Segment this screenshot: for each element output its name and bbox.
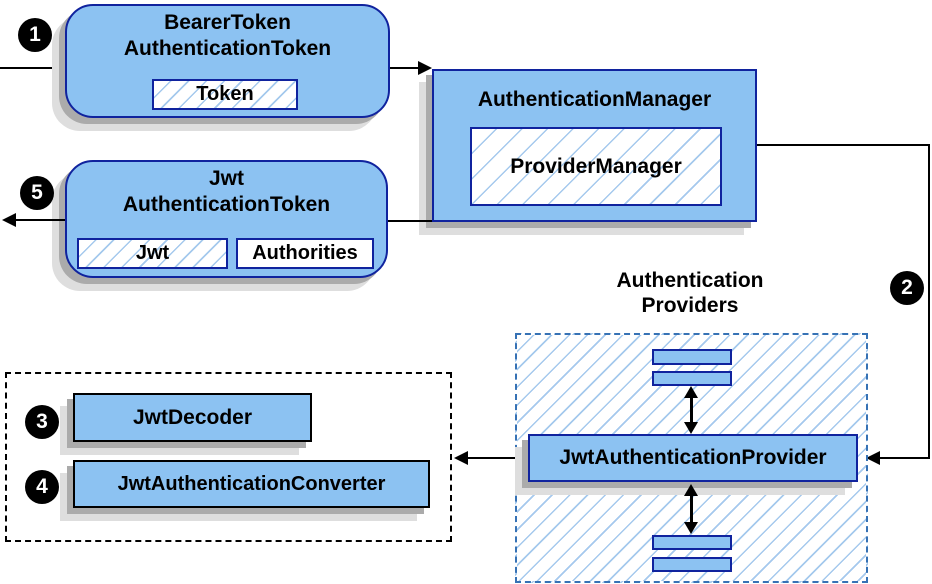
arrowhead-up-icon [684,386,698,398]
node-jwt-token-title-line1: Jwt [208,167,244,190]
node-authentication-manager: AuthenticationManager ProviderManager [432,69,757,222]
node-jwt-decoder: JwtDecoder [73,393,312,442]
connector-response-out [14,219,65,221]
double-arrow-bottom [684,484,698,534]
step-badge-5: 5 [20,176,54,210]
step-badge-3: 3 [25,405,59,439]
providers-heading-line1: Authentication [616,269,764,292]
step-badge-2: 2 [890,271,924,305]
connector-step2-top [757,144,930,146]
connector-manager-to-jwt-token [388,220,432,222]
arrowhead-into-jwt-authentication-provider [866,451,880,465]
node-bearer-token-authentication-token: BearerToken AuthenticationToken Token [65,4,390,118]
double-arrow-top [684,386,698,434]
provider-placeholder-rect [652,557,732,572]
node-jwt-authentication-provider: JwtAuthenticationProvider [528,434,858,482]
chip-provider-manager: ProviderManager [470,127,722,206]
node-authentication-manager-title: AuthenticationManager [477,88,712,111]
providers-heading-line2: Providers [641,294,739,317]
node-jwt-token-title: Jwt AuthenticationToken [67,162,386,218]
arrowhead-up-icon [684,484,698,496]
connector-step2-bottom [880,457,930,459]
node-bearer-token-title-line1: BearerToken [164,11,291,34]
provider-placeholder-rect [652,371,732,386]
step-badge-1: 1 [18,18,52,52]
connector-request-in [0,67,65,69]
node-jwt-token-title-line2: AuthenticationToken [122,193,331,216]
double-arrow-shaft [689,394,693,426]
node-jwt-authentication-token: Jwt AuthenticationToken Jwt Authorities [65,160,388,278]
chip-token: Token [152,79,298,110]
chip-jwt: Jwt [77,238,228,269]
arrowhead-into-authentication-manager [418,61,432,75]
providers-group-box: JwtAuthenticationProvider [515,333,868,583]
connector-bearer-to-manager [390,67,420,69]
providers-group-heading: Authentication Providers [580,268,800,318]
node-bearer-token-title: BearerToken AuthenticationToken [67,6,388,62]
arrowhead-into-decoder-group [454,451,468,465]
step-badge-4: 4 [25,470,59,504]
arrowhead-down-icon [684,522,698,534]
arrowhead-down-icon [684,422,698,434]
chip-authorities: Authorities [236,238,374,269]
double-arrow-shaft [689,492,693,526]
provider-placeholder-rect [652,349,732,365]
connector-provider-to-decoder-group [468,457,515,459]
node-jwt-authentication-converter: JwtAuthenticationConverter [73,460,430,508]
decoder-group-box: JwtDecoder JwtAuthenticationConverter [5,372,452,542]
connector-step2-vertical [928,144,930,459]
provider-placeholder-rect [652,535,732,550]
arrowhead-response-out [2,213,16,227]
node-bearer-token-title-line2: AuthenticationToken [123,37,332,60]
